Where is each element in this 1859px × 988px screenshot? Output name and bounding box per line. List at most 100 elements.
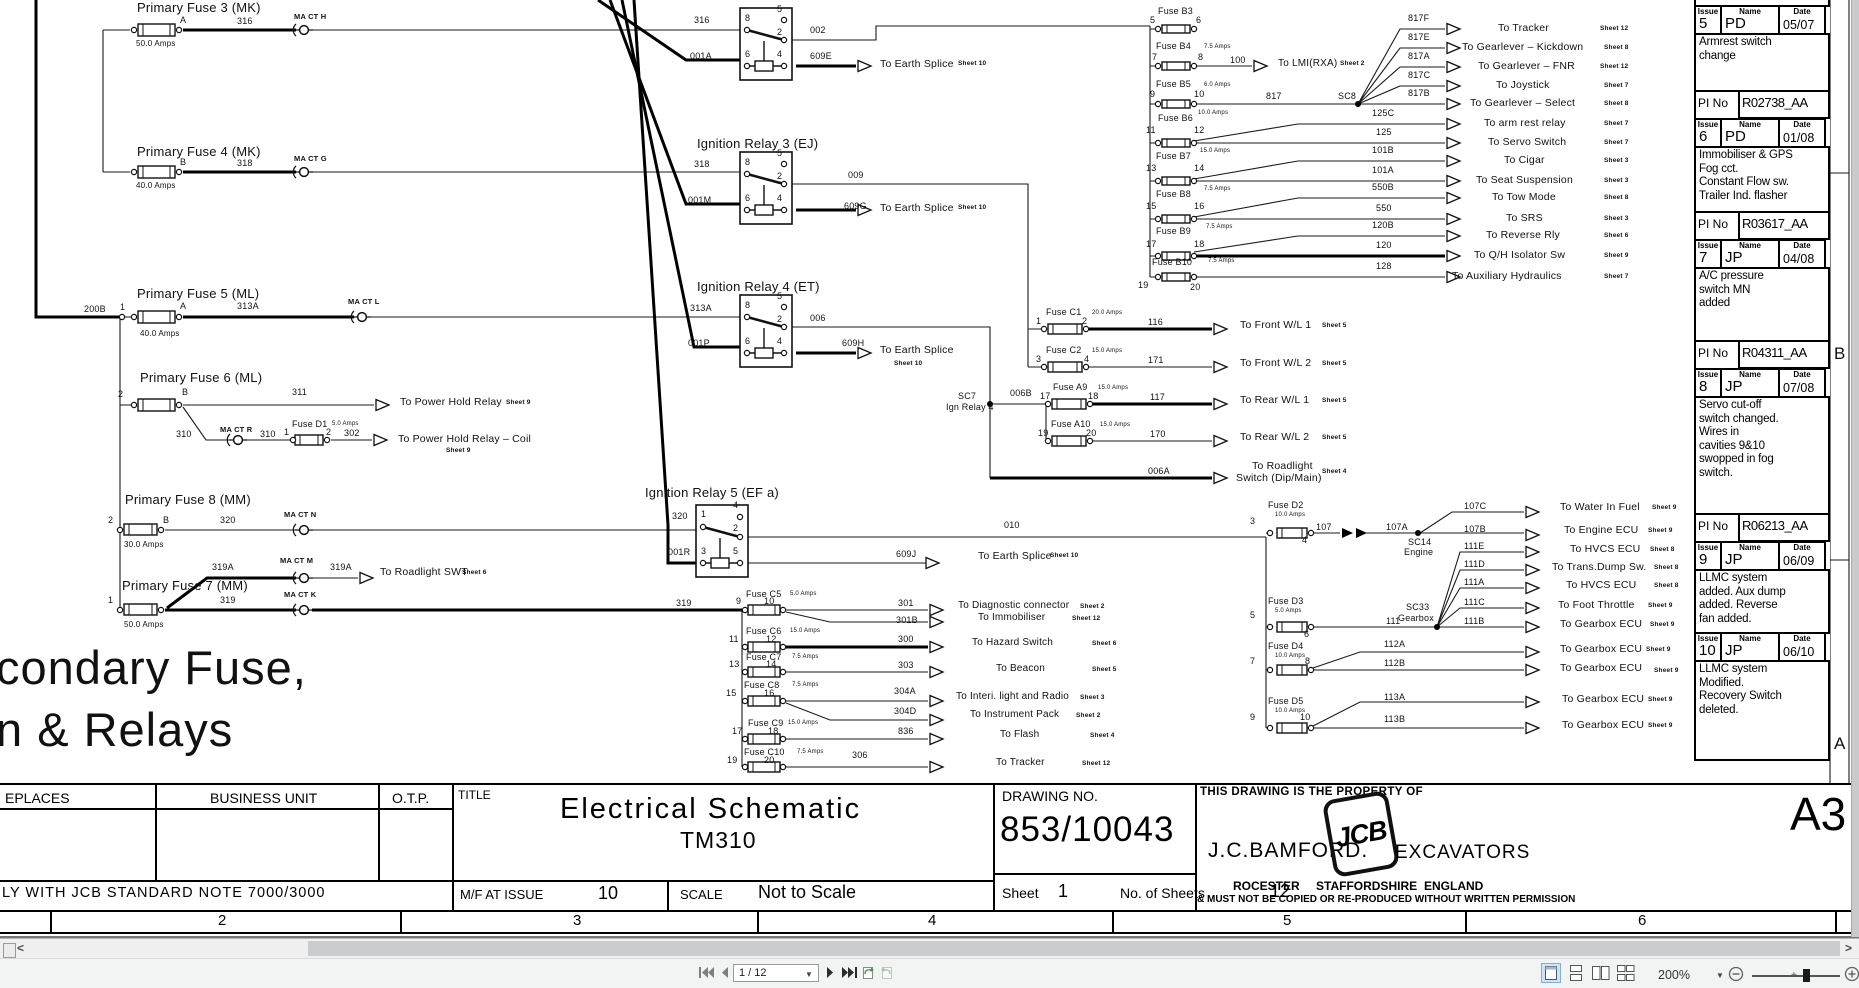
page-dropdown-caret-icon[interactable]: ▼ xyxy=(805,970,813,979)
revision-issue-label: Issue xyxy=(1697,120,1719,129)
schematic-label: Fuse C8 xyxy=(744,680,780,690)
schematic-label: 101B xyxy=(1372,145,1394,155)
schematic-label: 5 xyxy=(777,291,783,301)
schematic-label: 006 xyxy=(810,313,826,323)
schematic-label: To arm rest relay xyxy=(1484,117,1566,129)
zoom-level[interactable]: 200% xyxy=(1658,968,1690,982)
zoom-in-icon[interactable] xyxy=(1844,966,1859,987)
schematic-label: 550B xyxy=(1372,182,1394,192)
schematic-label: Sheet 12 xyxy=(1600,63,1629,70)
scrolling-page-view-icon[interactable] xyxy=(1566,963,1586,983)
schematic-label: Sheet 4 xyxy=(1322,468,1347,475)
schematic-label: To Gearlever – Kickdown xyxy=(1462,41,1584,53)
pi-no-value: R02738_AA xyxy=(1738,90,1830,119)
schematic-label: Sheet 9 xyxy=(1648,527,1673,534)
schematic-label: 15 xyxy=(726,688,737,698)
schematic-label: 17 xyxy=(1146,239,1157,249)
last-page-icon[interactable] xyxy=(841,965,858,985)
schematic-label: Sheet 3 xyxy=(1080,694,1105,701)
revision-name-value: PD xyxy=(1725,15,1746,32)
zoom-slider-thumb[interactable] xyxy=(1803,969,1810,982)
schematic-label: 2 xyxy=(1082,316,1088,326)
schematic-label: 319 xyxy=(676,598,692,608)
schematic-label: Sheet 6 xyxy=(1092,640,1117,647)
revision-name-label: Name xyxy=(1739,370,1761,379)
schematic-label: 10.0 Amps xyxy=(1198,110,1229,116)
schematic-label: Sheet 7 xyxy=(1604,139,1629,146)
address-staffordshire: STAFFORDSHIRE xyxy=(1316,879,1418,893)
otp-label: O.T.P. xyxy=(392,790,430,806)
schematic-label: 301 xyxy=(898,598,914,608)
schematic-label: Sheet 9 xyxy=(1654,667,1679,674)
schematic-label: Sheet 8 xyxy=(1604,44,1629,51)
schematic-label: 107 xyxy=(1316,522,1332,532)
schematic-label: Fuse B3 xyxy=(1158,6,1193,16)
schematic-label: Fuse D4 xyxy=(1268,641,1304,651)
scroll-left-icon[interactable]: < xyxy=(17,941,25,955)
schematic-label: 7.5 Amps xyxy=(1204,44,1231,50)
revision-issue-label: Issue xyxy=(1697,543,1719,552)
schematic-label: 6 xyxy=(1304,629,1310,639)
schematic-label: Sheet 5 xyxy=(1322,322,1347,329)
scroll-right-icon[interactable]: > xyxy=(1845,941,1853,955)
divider xyxy=(993,873,1195,875)
schematic-label: Fuse B4 xyxy=(1156,41,1191,51)
zoom-out-icon[interactable] xyxy=(1728,966,1744,987)
previous-page-icon[interactable] xyxy=(719,965,729,985)
first-page-icon[interactable] xyxy=(698,965,715,985)
schematic-label: 10.0 Amps xyxy=(1275,708,1306,714)
next-page-icon[interactable] xyxy=(826,965,836,985)
schematic-label: 7.5 Amps xyxy=(792,682,819,688)
schematic-label: 5.0 Amps xyxy=(332,421,359,427)
schematic-label: MA CT G xyxy=(294,154,327,163)
zoom-dropdown-caret-icon[interactable]: ▼ xyxy=(1716,971,1724,980)
scroll-corner-box[interactable] xyxy=(3,943,16,958)
zoom-slider[interactable] xyxy=(1752,975,1840,977)
schematic-label: Sheet 9 xyxy=(1646,646,1671,653)
pi-no-value: R04311_AA xyxy=(1738,340,1830,369)
schematic-label: 120 xyxy=(1376,240,1392,250)
horizontal-scroll-thumb[interactable] xyxy=(308,941,1840,956)
scale-label: SCALE xyxy=(680,887,723,902)
schematic-label: 4 xyxy=(1084,354,1090,364)
schematic-label: To Servo Switch xyxy=(1488,136,1567,148)
two-page-scrolling-view-icon[interactable] xyxy=(1616,963,1636,983)
schematic-label: 1 xyxy=(1036,316,1042,326)
schematic-label: 817E xyxy=(1408,32,1430,42)
schematic-label: To Flash xyxy=(1000,729,1040,740)
schematic-label: 2 xyxy=(733,523,739,533)
schematic-label: 1 xyxy=(108,595,114,605)
schematic-label: To Instrument Pack xyxy=(970,709,1060,720)
schematic-label: 116 xyxy=(1148,317,1163,327)
revision-issue-value: 10 xyxy=(1699,642,1716,659)
schematic-label: Sheet 5 xyxy=(1322,434,1347,441)
next-view-icon[interactable] xyxy=(879,964,894,985)
schematic-label: Sheet 8 xyxy=(1604,194,1629,201)
schematic-label: To Joystick xyxy=(1496,79,1550,91)
page-number-input[interactable] xyxy=(733,964,819,982)
revision-date-label: Date xyxy=(1793,7,1811,16)
schematic-label: 107A xyxy=(1386,522,1408,532)
schematic-label: 50.0 Amps xyxy=(136,39,176,48)
schematic-label: 7.5 Amps xyxy=(1206,224,1233,230)
schematic-label: Primary Fuse 6 (ML) xyxy=(140,370,263,385)
previous-view-icon[interactable] xyxy=(861,964,876,985)
schematic-label: To Foot Throttle xyxy=(1558,599,1635,611)
schematic-label: SC14 xyxy=(1408,537,1432,547)
schematic-label: 100 xyxy=(1230,55,1246,65)
schematic-label: 316 xyxy=(237,16,253,26)
schematic-label: 6 xyxy=(745,49,751,59)
horizontal-scrollbar[interactable]: < > xyxy=(0,938,1859,958)
two-page-view-icon[interactable] xyxy=(1591,963,1611,983)
grid-number: 4 xyxy=(928,912,937,929)
single-page-view-icon[interactable] xyxy=(1541,963,1561,983)
vertical-scrollbar[interactable] xyxy=(1851,0,1859,937)
divider xyxy=(667,880,669,910)
divider xyxy=(452,785,454,910)
schematic-label: Sheet 3 xyxy=(1604,215,1629,222)
